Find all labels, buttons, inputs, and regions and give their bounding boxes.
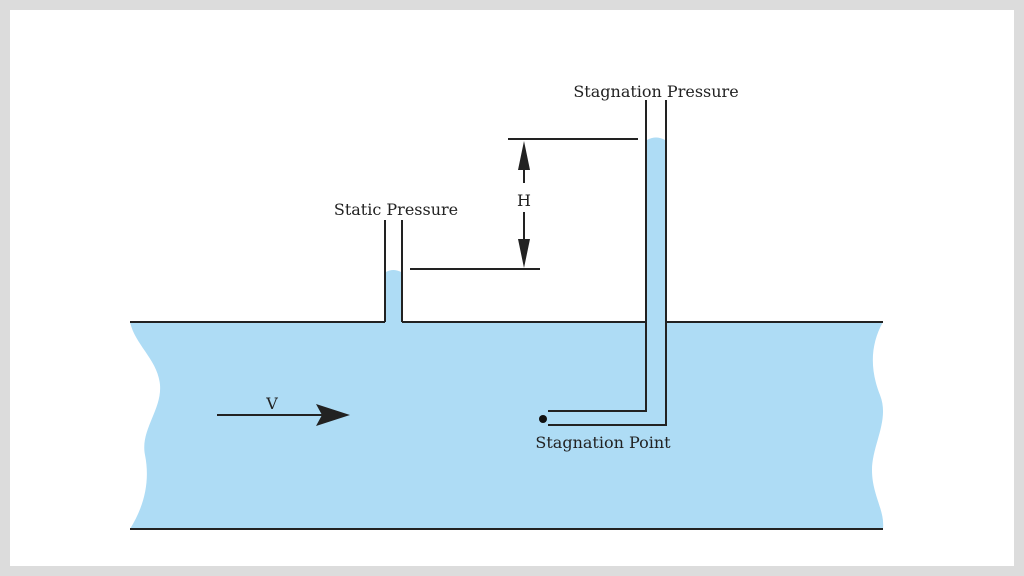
stagnation-point-label: Stagnation Point [535, 433, 671, 452]
arrowhead-down-icon [518, 239, 530, 268]
static-tube-fluid [386, 270, 401, 323]
stagnation-tube-inner-wall [548, 100, 647, 412]
stagnation-tube-fluid [548, 137, 665, 424]
pipe-fluid [130, 322, 884, 529]
height-label: H [517, 191, 531, 210]
velocity-arrowhead-icon [316, 404, 350, 426]
velocity-label: V [265, 394, 278, 413]
stagnation-tube-outer-wall [548, 100, 667, 426]
stagnation-point-dot [539, 415, 547, 423]
arrowhead-up-icon [518, 141, 530, 170]
stagnation-pressure-label: Stagnation Pressure [573, 82, 738, 101]
static-pressure-label: Static Pressure [334, 200, 458, 219]
